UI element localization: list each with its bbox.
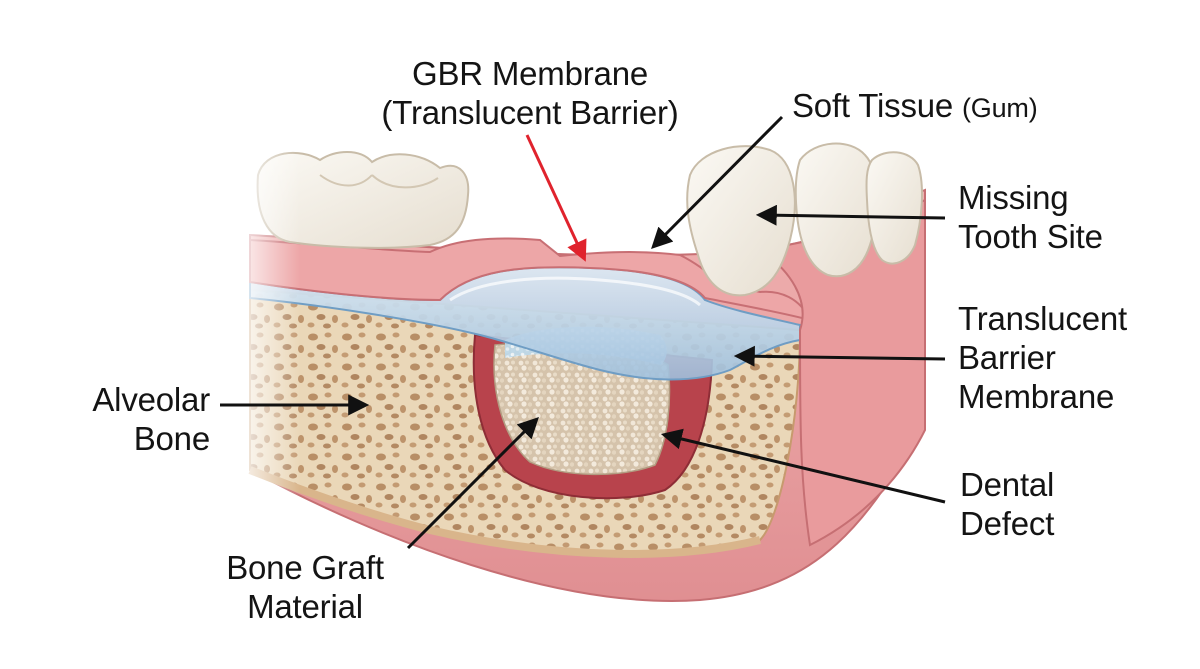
missing-tooth-label: Missing Tooth Site	[958, 178, 1103, 256]
dental-defect-label-line2: Defect	[960, 505, 1055, 542]
barrier-membrane-label-line1: Translucent	[958, 300, 1127, 337]
molar-groove	[319, 174, 439, 189]
alveolar-bone-label: Alveolar Bone	[40, 380, 210, 458]
dental-defect-label-line1: Dental	[960, 466, 1055, 503]
gbr-membrane-label-line2: (Translucent Barrier)	[381, 94, 679, 131]
soft-tissue-label-suffix: (Gum)	[962, 93, 1038, 123]
alveolar-bone-label-line1: Alveolar	[92, 381, 210, 418]
bone-graft-label-line2: Material	[247, 588, 363, 625]
tooth-right-2	[794, 142, 878, 278]
barrier-membrane-arrow	[733, 345, 946, 367]
left-fade	[230, 140, 300, 540]
barrier-membrane-label: Translucent Barrier Membrane	[958, 299, 1127, 416]
gbr-membrane-arrow	[525, 134, 587, 262]
gbr-membrane-label-line1: GBR Membrane	[411, 55, 648, 92]
bone-graft-label-line1: Bone Graft	[226, 549, 384, 586]
bone-graft-arrow	[406, 417, 539, 550]
gbr-membrane-label: GBR Membrane (Translucent Barrier)	[370, 54, 690, 132]
bone-graft-label: Bone Graft Material	[200, 548, 410, 626]
soft-tissue-arrow	[651, 115, 784, 249]
dental-defect-label: Dental Defect	[960, 465, 1054, 543]
bone-cortex	[248, 466, 761, 558]
missing-tooth-label-line2: Tooth Site	[958, 218, 1103, 255]
dental-defect-arrow	[660, 428, 946, 504]
missing-tooth-label-line1: Missing	[958, 179, 1069, 216]
membrane-highlight	[449, 276, 701, 307]
soft-tissue-label-main: Soft Tissue	[792, 87, 954, 124]
soft-tissue-label: Soft Tissue (Gum)	[792, 86, 1038, 128]
barrier-membrane-label-line2: Barrier	[958, 339, 1056, 376]
missing-tooth-arrow	[755, 204, 946, 226]
tooth-right-3	[865, 151, 923, 265]
alveolar-bone-label-line2: Bone	[133, 420, 210, 457]
barrier-membrane-label-line3: Membrane	[958, 378, 1115, 415]
